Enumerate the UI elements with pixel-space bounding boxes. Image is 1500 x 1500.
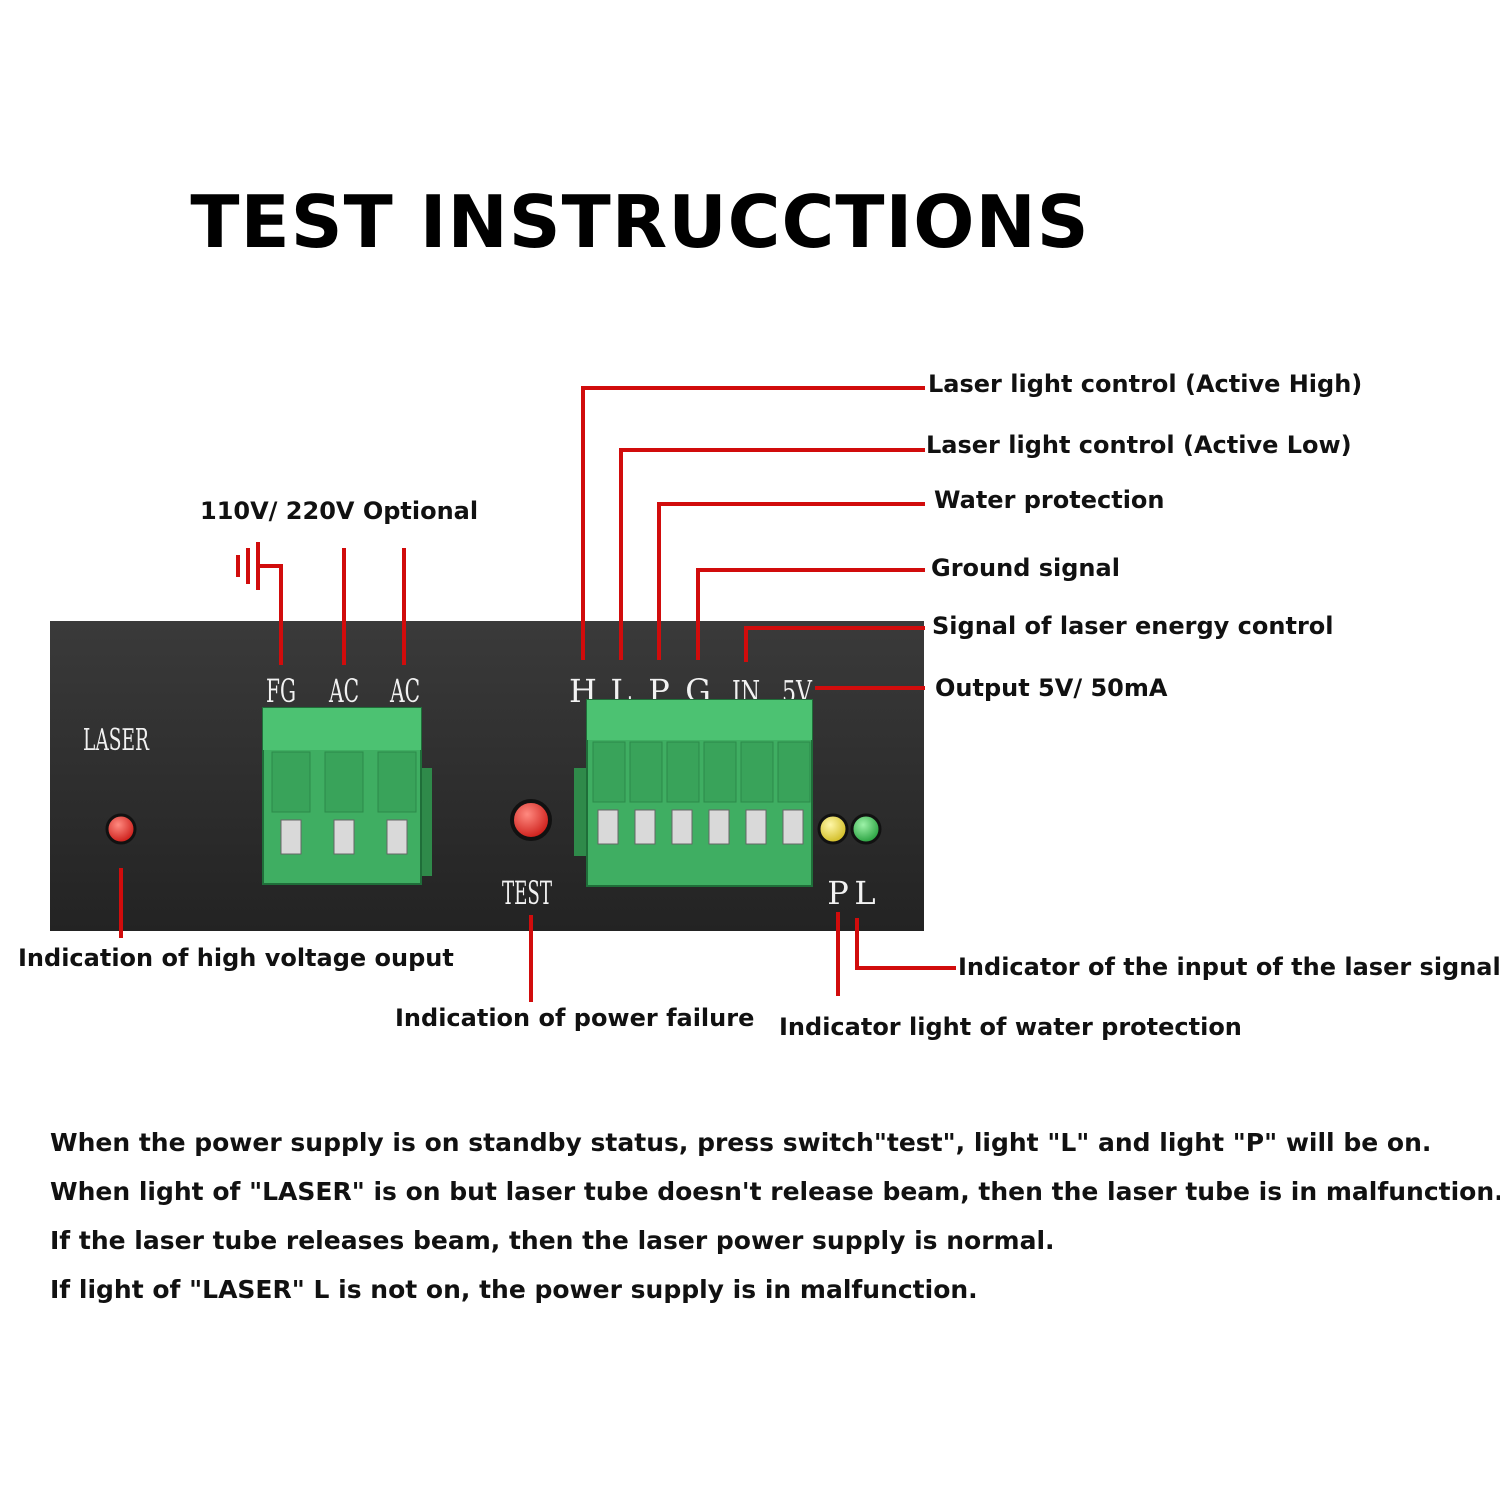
instruction-line: If the laser tube releases beam, then th…	[50, 1226, 1055, 1255]
leader-active-low	[619, 448, 925, 660]
indicator-letter-p: P	[827, 874, 849, 912]
terminal-label-ac-2: AC	[389, 672, 420, 710]
indicator-letter-l: L	[854, 874, 875, 912]
leader-laser-signal	[855, 918, 956, 970]
terminal-label-ac-1: AC	[328, 672, 359, 710]
water-protection-led-yellow	[817, 813, 849, 845]
label-energy-control: Signal of laser energy control	[932, 612, 1334, 640]
instruction-line: If light of "LASER" L is not on, the pow…	[50, 1275, 978, 1304]
ground-symbol-icon	[236, 542, 260, 590]
label-power-failure: Indication of power failure	[395, 1004, 755, 1032]
leader-lines	[119, 386, 956, 1002]
instructions-block: When the power supply is on standby stat…	[50, 1128, 1500, 1324]
leader-ground-signal	[696, 568, 925, 660]
label-laser-signal: Indicator of the input of the laser sign…	[958, 953, 1500, 981]
label-water-light: Indicator light of water protection	[779, 1013, 1242, 1041]
label-active-low: Laser light control (Active Low)	[926, 431, 1352, 459]
label-high-voltage: Indication of high voltage ouput	[18, 944, 454, 972]
laser-signal-led-green	[850, 813, 882, 845]
label-water-protection: Water protection	[934, 486, 1165, 514]
label-voltage-optional: 110V/ 220V Optional	[200, 497, 479, 525]
leader-water-protection	[657, 502, 925, 660]
test-panel-label: TEST	[502, 874, 552, 912]
leader-fg	[259, 564, 283, 665]
laser-led-red	[105, 813, 137, 845]
laser-panel-label: LASER	[83, 723, 150, 758]
label-output-5v: Output 5V/ 50mA	[935, 674, 1168, 702]
test-button[interactable]	[510, 799, 552, 841]
ac-terminal-block[interactable]	[262, 707, 432, 885]
terminal-label-fg: FG	[266, 672, 296, 710]
label-active-high: Laser light control (Active High)	[928, 370, 1363, 398]
leader-energy-control	[744, 626, 925, 662]
page-title: TEST INSTRUCCTIONS	[190, 180, 1090, 264]
instruction-line: When light of "LASER" is on but laser tu…	[50, 1177, 1500, 1206]
label-ground-signal: Ground signal	[931, 554, 1120, 582]
signal-terminal-block[interactable]	[574, 699, 813, 887]
instruction-line: When the power supply is on standby stat…	[50, 1128, 1432, 1157]
leader-active-high	[581, 386, 925, 660]
